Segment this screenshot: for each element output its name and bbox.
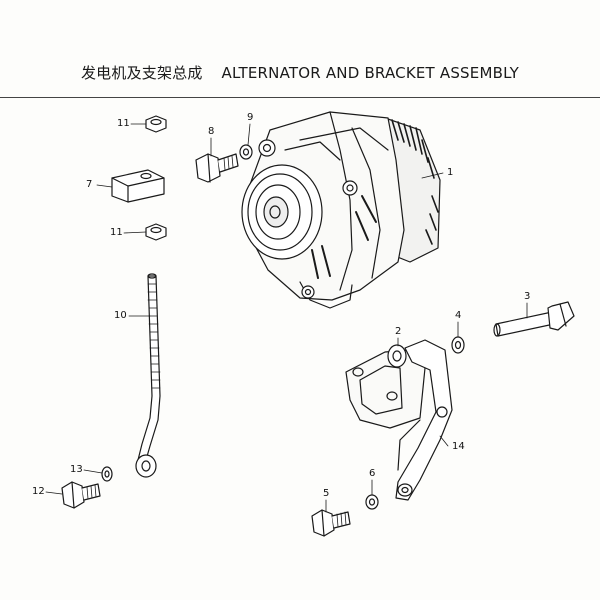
callout-8: 8 <box>208 126 215 137</box>
alternator <box>241 111 441 309</box>
callout-5: 5 <box>323 488 330 499</box>
callout-7: 7 <box>86 179 93 190</box>
washer-4 <box>451 336 465 354</box>
alternator-bracket <box>345 339 453 501</box>
washer-13 <box>101 466 113 482</box>
adjusting-rod <box>135 273 161 478</box>
callout-11-bottom: 11 <box>110 227 123 238</box>
spacer-block <box>111 169 165 203</box>
title-english: ALTERNATOR AND BRACKET ASSEMBLY <box>221 64 520 82</box>
nut-11-top <box>145 115 167 133</box>
callout-6: 6 <box>369 468 376 479</box>
callout-10: 10 <box>114 310 127 321</box>
page-title: 发电机及支架总成 ALTERNATOR AND BRACKET ASSEMBLY <box>0 62 600 83</box>
callout-9: 9 <box>247 112 254 123</box>
long-bolt <box>493 301 575 337</box>
callout-1: 1 <box>447 167 454 178</box>
callout-4: 4 <box>455 310 462 321</box>
callout-11-top: 11 <box>117 118 130 129</box>
callout-12: 12 <box>32 486 45 497</box>
title-rule <box>0 97 600 98</box>
bolt-8 <box>195 153 239 183</box>
leader-lines <box>45 123 528 513</box>
callout-3: 3 <box>524 291 531 302</box>
washer-9 <box>239 144 253 160</box>
title-chinese: 发电机及支架总成 <box>80 64 203 82</box>
callout-2: 2 <box>395 326 402 337</box>
nut-11-bottom <box>145 223 167 241</box>
bolt-12 <box>61 481 101 509</box>
washer-6 <box>365 494 379 510</box>
bolt-5 <box>311 509 351 537</box>
callout-14: 14 <box>452 441 465 452</box>
callout-13: 13 <box>70 464 83 475</box>
